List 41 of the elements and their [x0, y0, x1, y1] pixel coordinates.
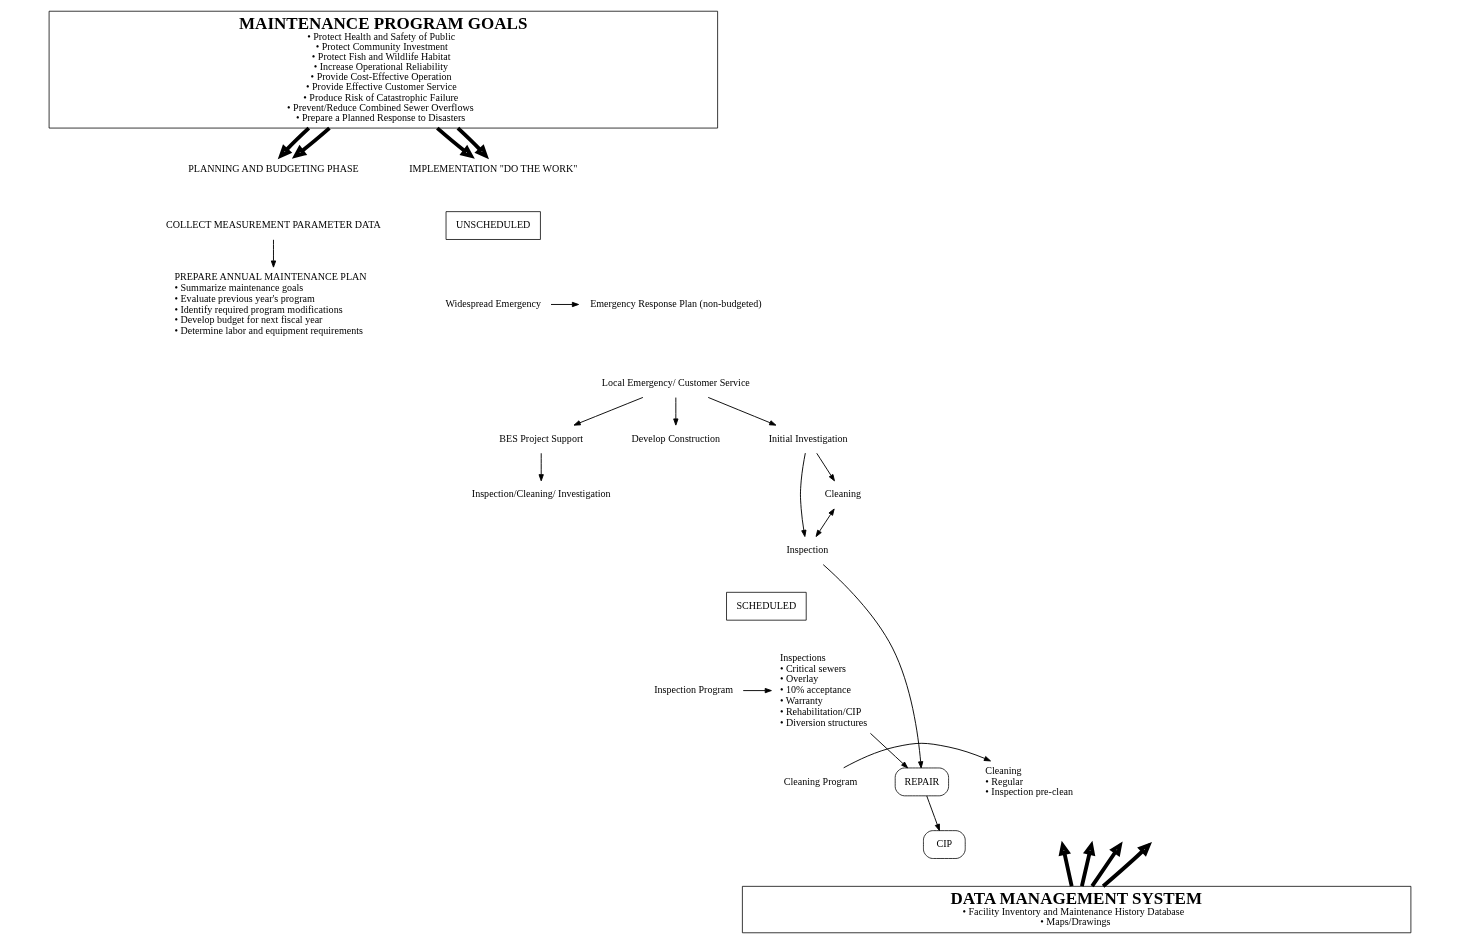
arrow	[869, 732, 908, 769]
arrow	[277, 126, 310, 160]
arrow	[707, 396, 776, 426]
node-text: Develop Construction	[631, 432, 720, 444]
arrow	[822, 564, 923, 769]
node-text: Cleaning Program	[783, 775, 857, 787]
node-text: Inspection Program	[653, 684, 733, 696]
arrow	[925, 795, 940, 831]
node-text: COLLECT MEASUREMENT PARAMETER DATA	[165, 219, 381, 231]
arrow	[270, 239, 276, 268]
node-box: SCHEDULED	[725, 591, 807, 621]
node-box: REPAIR	[894, 767, 949, 797]
node-text: Initial Investigation	[768, 432, 848, 444]
arrow	[291, 126, 331, 159]
node-text: PLANNING AND BUDGETING PHASE	[187, 163, 359, 175]
arrow	[435, 126, 475, 159]
arrow	[799, 452, 806, 537]
node-box: MAINTENANCE PROGRAM GOALS • Protect Health and Safety of Public • Protect Community Investment • Protect Fish and Wildlife Habitat • Increase Operational Reliability • Provide Cost-Effective Operation • Provide Effective Customer Service • Produce Risk of Catastrophic Failure • Prevent/Reduce Combined Sewer Overflows • Prepare a Planned Response to Disasters	[48, 10, 718, 129]
arrow	[815, 508, 835, 537]
arrow	[842, 742, 991, 769]
node-text: Inspection	[785, 544, 828, 556]
node-text: PREPARE ANNUAL MAINTENANCE PLAN • Summarize maintenance goals • Evaluate previous year's program • Identify required program modifications • Develop budget for next fiscal year • Determine labor and equipment requirements	[173, 271, 367, 337]
node-text: Inspections • Critical sewers • Overlay • 10% acceptance • Warranty • Rehabilitation/CIP • Diversion structures	[779, 651, 867, 728]
arrow	[815, 452, 835, 482]
arrow	[742, 687, 772, 694]
node-text: BES Project Support	[498, 432, 583, 444]
node-text: IMPLEMENTATION "DO THE WORK"	[408, 163, 577, 175]
arrow	[538, 452, 544, 482]
arrow	[573, 396, 643, 426]
node-box: DATA MANAGEMENT SYSTEM • Facility Inventory and Maintenance History Database • Maps/Drawings	[741, 885, 1411, 934]
arrow	[672, 397, 678, 426]
arrow	[456, 126, 489, 160]
node-text: Widespread Emergency	[444, 298, 541, 310]
node-box: CIP	[922, 830, 966, 859]
node-text: Inspection/Cleaning/ Investigation	[471, 488, 611, 500]
node-text: Cleaning	[824, 488, 861, 500]
node-text: Local Emergency/ Customer Service	[601, 377, 750, 389]
node-text: Emergency Response Plan (non-budgeted)	[589, 298, 762, 310]
node-box: UNSCHEDULED	[445, 211, 541, 240]
arrow	[550, 301, 579, 308]
node-text: Cleaning • Regular • Inspection pre-clean	[984, 764, 1073, 798]
